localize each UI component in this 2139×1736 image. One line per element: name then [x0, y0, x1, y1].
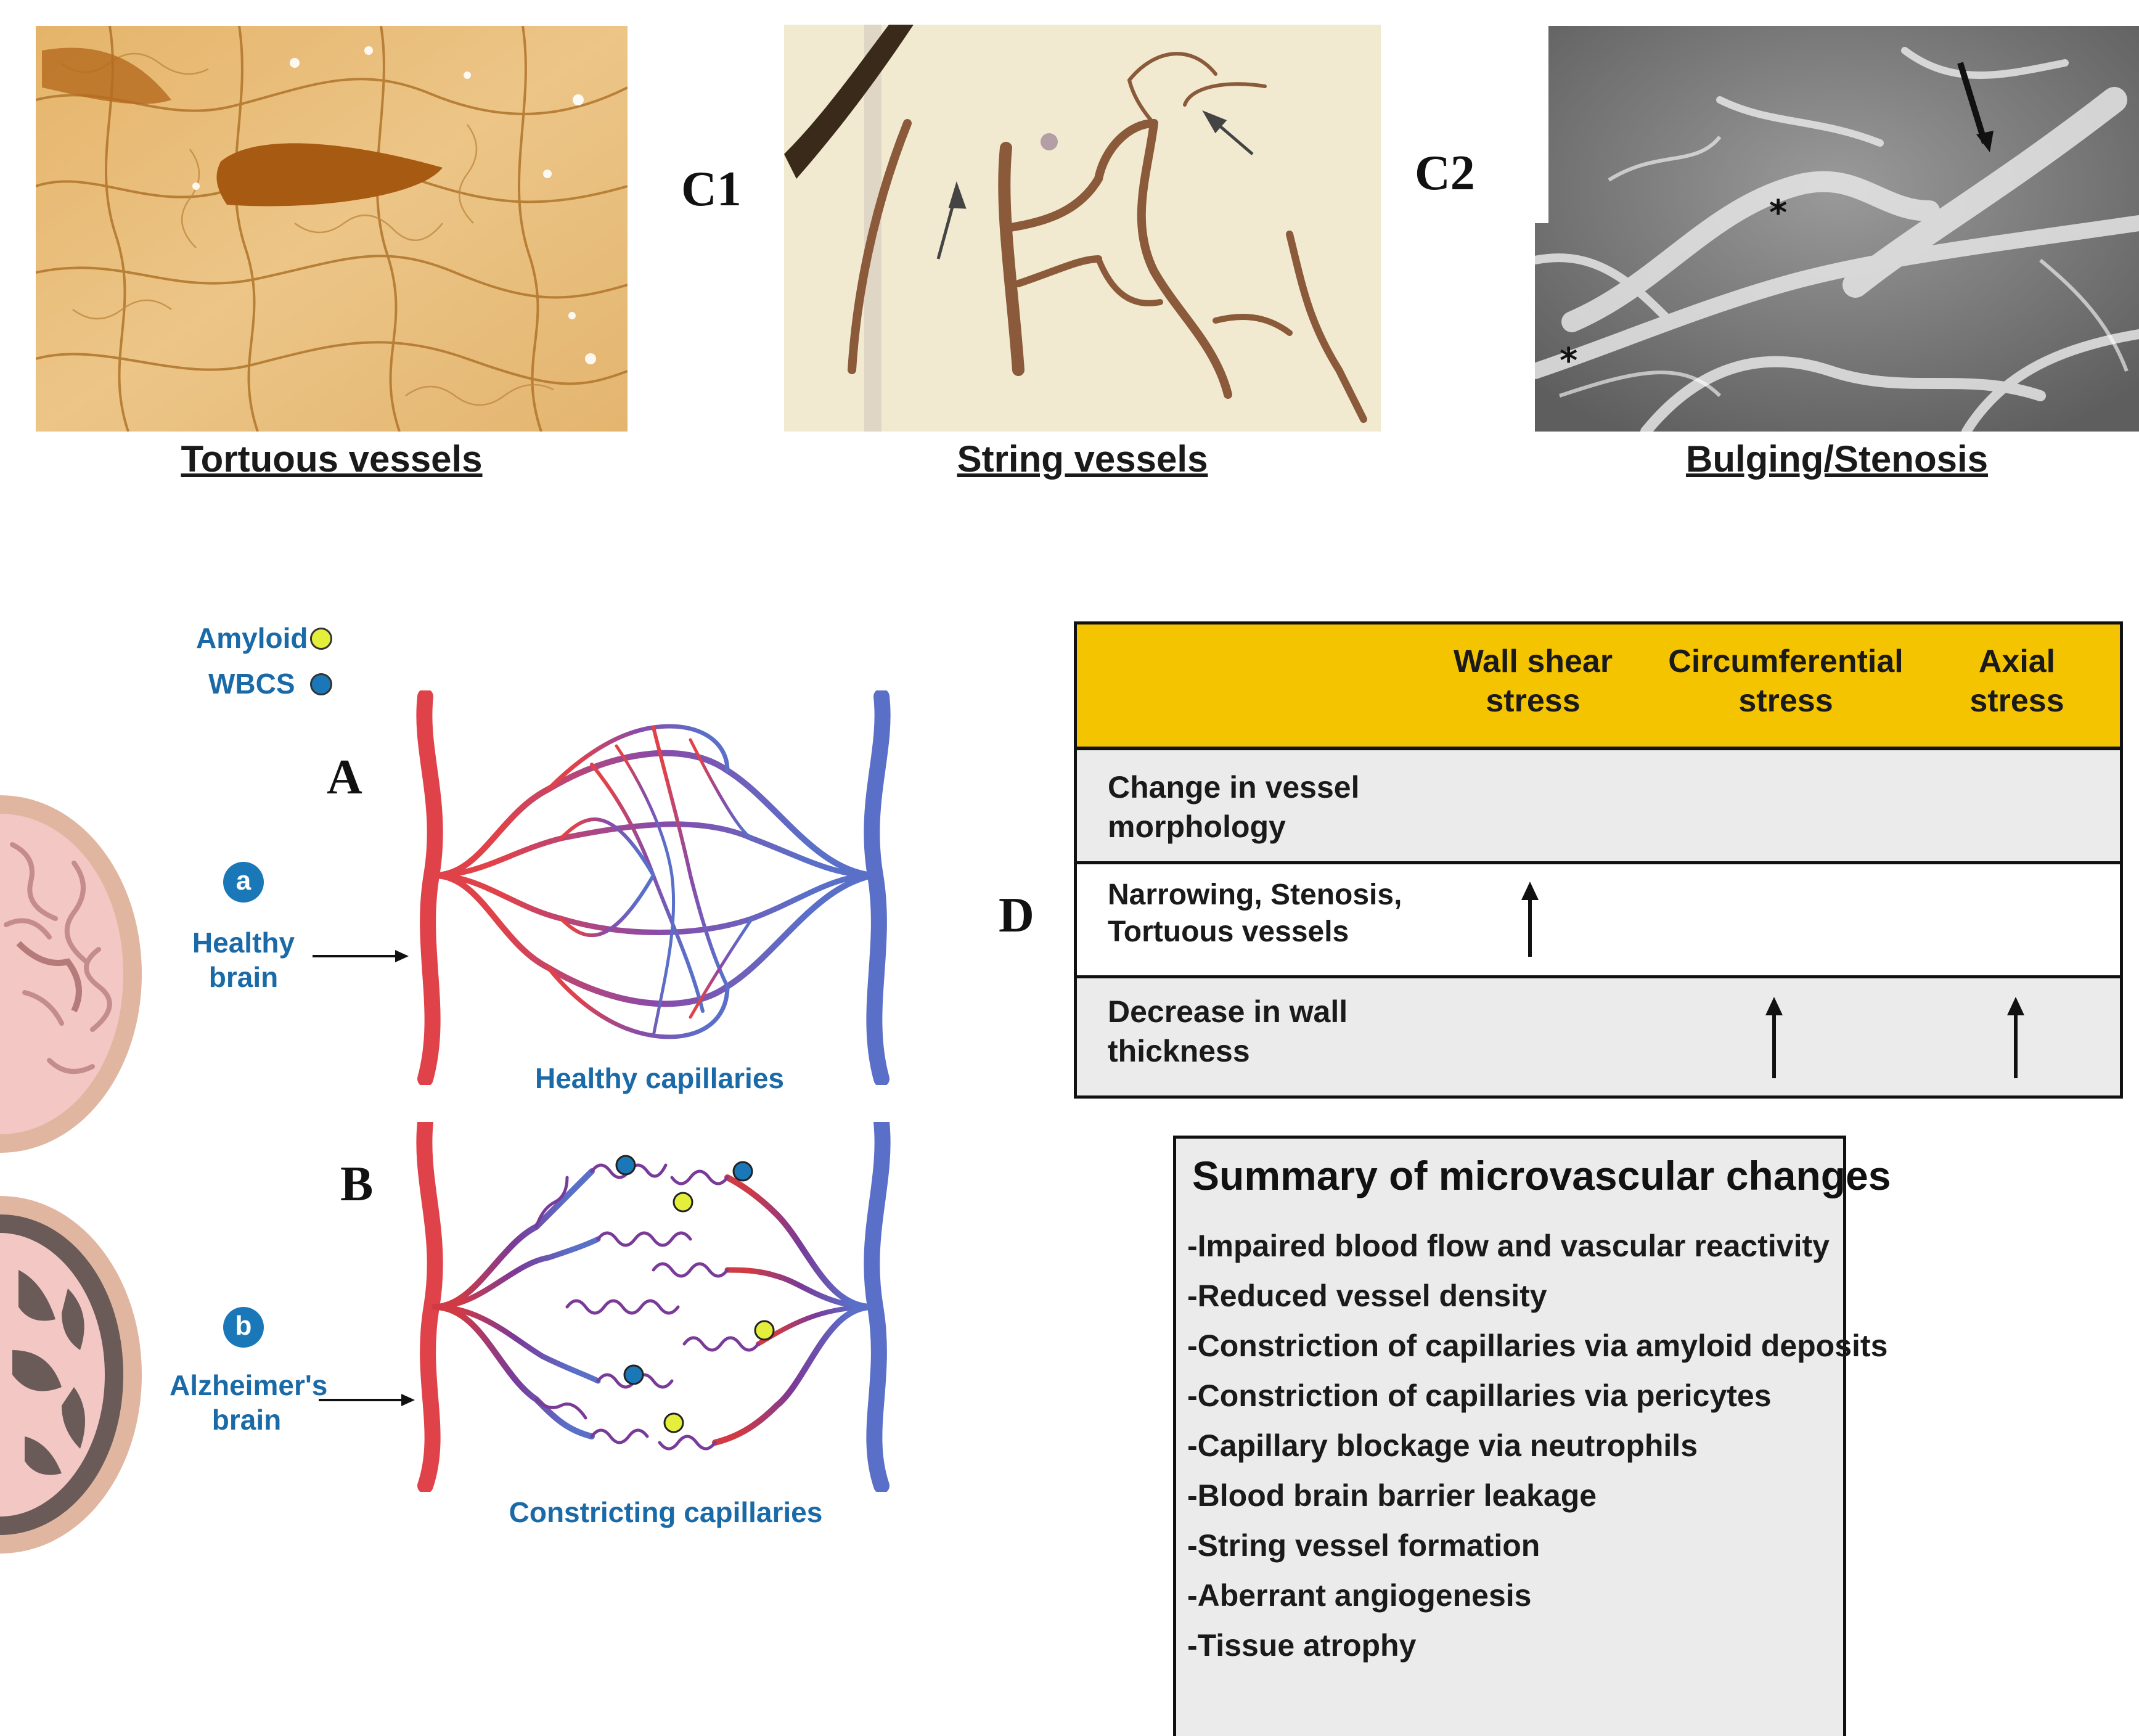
string-vessels-image — [784, 25, 1381, 432]
badge-a-icon: a — [223, 862, 264, 903]
amyloid-dot — [673, 1192, 693, 1213]
summary-box: Summary of microvascular changes -Impair… — [1173, 1136, 1891, 1736]
asterisk-marker: * — [1560, 341, 1577, 381]
caption-tortuous-vessels: Tortuous vessels — [181, 438, 483, 480]
caption-bulging-stenosis: Bulging/Stenosis — [1685, 438, 1989, 480]
list-item: -Blood brain barrier leakage — [1187, 1478, 1597, 1513]
row-label-decrease-wall: Decrease in wall thickness — [1108, 994, 1348, 1068]
amyloid-dot — [663, 1412, 684, 1433]
panel-label-d: D — [999, 888, 1034, 943]
constricting-capillaries-diagram — [416, 1122, 891, 1492]
micrograph-string-vessels — [784, 25, 1381, 432]
column-header-wall-shear: Wall shear stress — [1453, 644, 1613, 719]
stress-table: Wall shear stress Circumferential stress… — [1074, 621, 2123, 1099]
healthy-capillaries-diagram — [416, 690, 891, 1085]
stress-table-header: Wall shear stress Circumferential stress… — [1077, 624, 2120, 750]
constricting-capillaries-label: Constricting capillaries — [509, 1496, 823, 1528]
summary-list: -Impaired blood flow and vascular reacti… — [1187, 1221, 1887, 1671]
row-label-change-morphology: Change in vessel morphology — [1108, 770, 1360, 844]
table-row: Change in vessel morphology — [1077, 750, 2120, 861]
table-row: Decrease in wall thickness — [1077, 975, 2120, 1095]
tortuous-vessels-image — [36, 26, 628, 432]
healthy-capillaries-label: Healthy capillaries — [535, 1062, 784, 1094]
wbc-dot — [623, 1364, 644, 1385]
list-item: -Impaired blood flow and vascular reacti… — [1187, 1229, 1830, 1263]
badge-b-label: b — [235, 1311, 252, 1341]
summary-title: Summary of microvascular changes — [1192, 1153, 1891, 1198]
list-item: -String vessel formation — [1187, 1528, 1540, 1563]
alzheimers-brain-label-line2: brain — [211, 1404, 282, 1436]
list-item: -Tissue atrophy — [1187, 1628, 1417, 1663]
amyloid-dot — [754, 1320, 775, 1341]
panel-label-c2: C2 — [1415, 146, 1475, 200]
list-item: -Reduced vessel density — [1187, 1279, 1547, 1313]
column-header-circumferential: Circumferential stress — [1668, 644, 1904, 719]
wbc-dot — [615, 1155, 636, 1176]
legend-amyloid-label: Amyloid — [196, 622, 308, 654]
alzheimers-arrow-icon — [319, 1394, 415, 1406]
list-item: -Constriction of capillaries via pericyt… — [1187, 1378, 1772, 1413]
asterisk-marker: * — [1769, 193, 1787, 233]
amyloid-dot-icon — [310, 628, 332, 650]
panel-label-a: A — [327, 750, 362, 805]
alzheimers-brain-label-line1: Alzheimer's — [170, 1369, 328, 1401]
row-label-narrowing: Narrowing, Stenosis, Tortuous vessels — [1108, 878, 1402, 948]
healthy-arrow-icon — [313, 950, 409, 962]
wbc-dot — [732, 1161, 753, 1182]
bulging-stenosis-image: * * — [1535, 26, 2139, 432]
caption-string-vessels: String vessels — [957, 438, 1208, 480]
list-item: -Aberrant angiogenesis — [1187, 1578, 1532, 1613]
list-item: -Capillary blockage via neutrophils — [1187, 1428, 1698, 1463]
alzheimers-brain-icon — [0, 1196, 142, 1554]
healthy-brain-icon — [0, 795, 142, 1153]
column-header-axial: Axial stress — [1969, 644, 2064, 719]
panel-label-b: B — [340, 1157, 374, 1211]
micrograph-tortuous-vessels — [36, 26, 628, 432]
increase-arrow-icon — [1521, 882, 1539, 957]
wbcs-dot-icon — [310, 673, 332, 695]
badge-a-label: a — [235, 866, 252, 896]
table-row: Narrowing, Stenosis, Tortuous vessels — [1077, 861, 2120, 975]
healthy-brain-label-line2: brain — [208, 961, 279, 993]
panel-label-c1: C1 — [681, 162, 742, 216]
legend-wbcs-label: WBCS — [208, 668, 295, 700]
micrograph-bulging-stenosis: * * — [1535, 26, 2139, 432]
list-item: -Constriction of capillaries via amyloid… — [1187, 1329, 1888, 1363]
increase-arrow-icon — [1765, 997, 1783, 1078]
increase-arrow-icon — [2007, 997, 2024, 1078]
badge-b-icon: b — [223, 1307, 264, 1348]
healthy-brain-label-line1: Healthy — [192, 927, 295, 959]
